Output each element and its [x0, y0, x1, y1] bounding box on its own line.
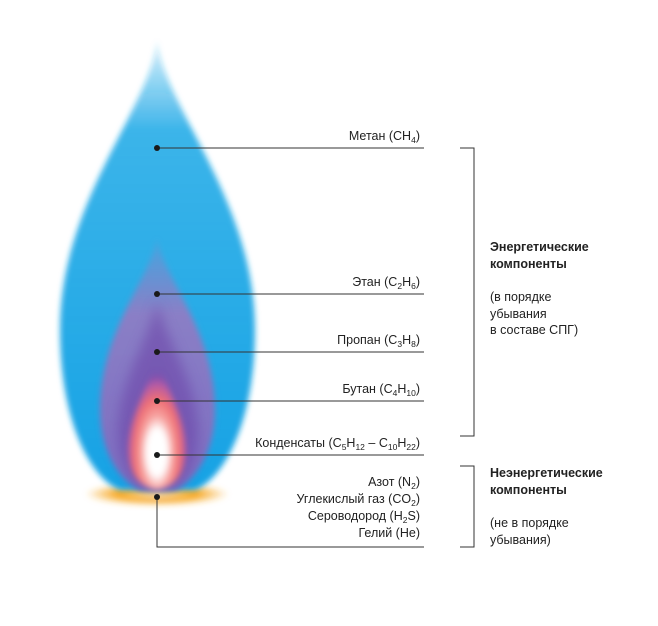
- energy-labels: Метан (CH4) Этан (C2H6) Пропан (C3H8) Бу…: [255, 129, 420, 452]
- label-ethane: Этан (C2H6): [352, 275, 420, 291]
- energy-note-line3: в составе СПГ): [490, 323, 578, 337]
- non-energy-group-text: Неэнергетические компоненты (не в порядк…: [490, 466, 603, 547]
- brackets: [460, 147, 475, 548]
- non-energy-note-line1: (не в порядке: [490, 516, 569, 530]
- energy-note-line1: (в порядке: [490, 290, 551, 304]
- non-energy-bracket: [460, 465, 475, 548]
- energy-bracket: [460, 147, 475, 437]
- label-nitrogen: Азот (N2): [368, 475, 420, 491]
- label-propane: Пропан (C3H8): [337, 333, 420, 349]
- leader-lines: [156, 147, 424, 548]
- label-condensates: Конденсаты (C5H12 – C10H22): [255, 436, 420, 452]
- non-energy-labels: Азот (N2) Углекислый газ (CO2) Сероводор…: [297, 475, 420, 540]
- flame-core: [128, 355, 186, 490]
- energy-title-line1: Энергетические: [490, 240, 589, 254]
- energy-group-text: Энергетические компоненты (в порядке убы…: [490, 240, 589, 337]
- non-energy-note-line2: убывания): [490, 533, 551, 547]
- energy-note-line2: убывания: [490, 307, 547, 321]
- label-methane: Метан (CH4): [349, 129, 420, 145]
- energy-title-line2: компоненты: [490, 257, 567, 271]
- marker-dots: [154, 145, 160, 500]
- non-energy-title-line1: Неэнергетические: [490, 466, 603, 480]
- non-energy-title-line2: компоненты: [490, 483, 567, 497]
- label-h2s: Сероводород (H2S): [308, 509, 420, 525]
- label-butane: Бутан (C4H10): [342, 382, 420, 398]
- label-helium: Гелий (He): [358, 526, 420, 540]
- label-co2: Углекислый газ (CO2): [297, 492, 420, 508]
